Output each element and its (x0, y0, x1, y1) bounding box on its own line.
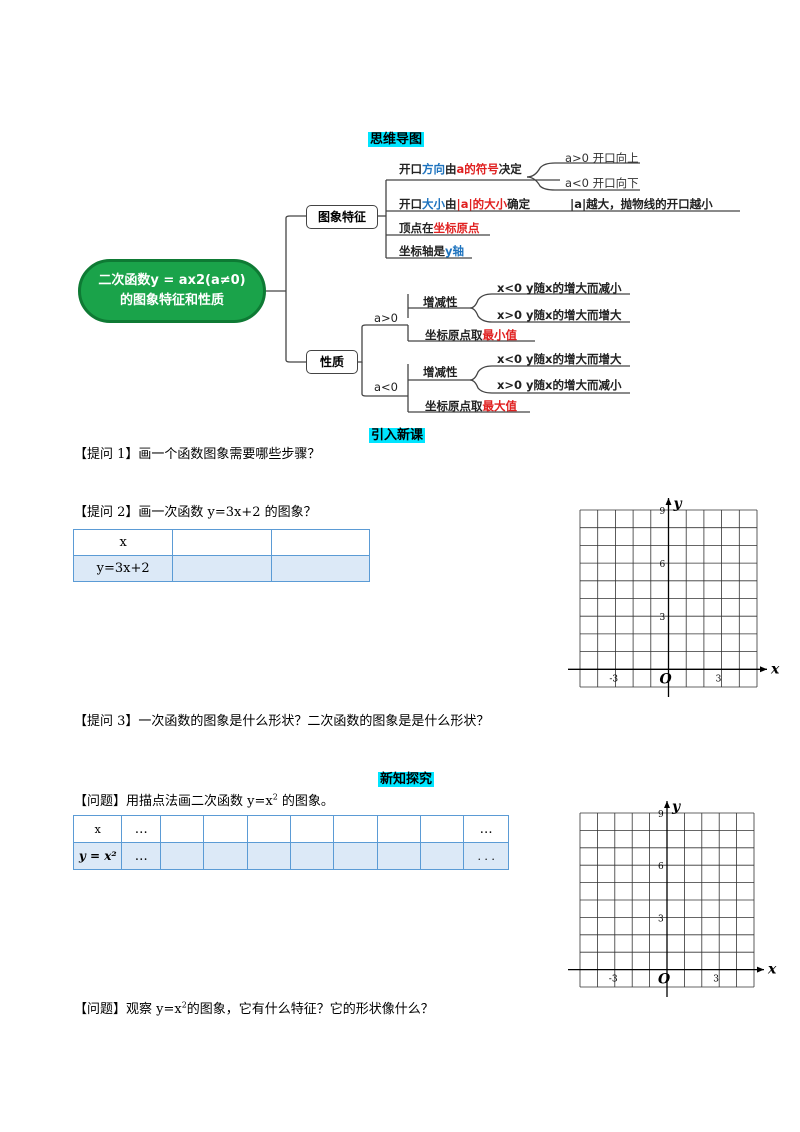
mindmap-central-node: 二次函数y = ax2(a≠0) 的图象特征和性质 (78, 259, 266, 323)
extreme-min: 坐标原点取最小值 (425, 328, 517, 342)
feature-axis: 坐标轴是y轴 (399, 244, 464, 258)
table-cell[interactable] (270, 529, 371, 556)
x-tick-label: -3 (609, 975, 618, 985)
table-cell[interactable] (160, 815, 205, 843)
table-cell[interactable] (270, 555, 371, 582)
quadratic-table: x … … y = x² … . . . (72, 815, 509, 870)
feature-vertex: 顶点在坐标原点 (399, 221, 480, 235)
qtable-header-x: x (72, 815, 123, 843)
case-a-negative: a<0 (374, 380, 398, 394)
origin-label: O (660, 671, 673, 687)
y-axis-label: y (671, 799, 681, 815)
feature-opening-size: 开口大小由|a|的大小确定 (399, 197, 531, 211)
x-tick-label: 3 (716, 674, 722, 684)
table-cell[interactable] (420, 842, 465, 870)
y-tick-label: 9 (660, 507, 666, 517)
mono-label-1: 增减性 (423, 295, 458, 309)
x-tick-label: 3 (713, 975, 719, 985)
open-up: a>0 开口向上 (565, 151, 639, 165)
table-cell[interactable] (246, 815, 292, 843)
y-tick-label: 3 (658, 914, 664, 924)
table-cell[interactable] (420, 815, 465, 843)
size-note: |a|越大，抛物线的开口越小 (570, 197, 713, 211)
extreme-max: 坐标原点取最大值 (425, 399, 517, 413)
node-properties: 性质 (306, 350, 358, 374)
qtable-header-y: y = x² (72, 842, 123, 870)
x-axis-label: x (770, 661, 780, 677)
problem-2: 【问题】观察 y=x2的图象，它有什么特征？它的形状像什么？ (74, 1000, 434, 1017)
question-1: 【提问 1】画一个函数图象需要哪些步骤？ (74, 447, 321, 462)
mono-1-neg: x<0 y随x的增大而减小 (497, 281, 622, 295)
table-cell[interactable] (160, 842, 205, 870)
y-axis-label: y (673, 496, 683, 512)
y-tick-label: 9 (658, 810, 664, 820)
mindmap-heading: 思维导图 (368, 132, 425, 147)
mono-2-pos: x>0 y随x的增大而减小 (497, 378, 622, 392)
x-axis-arrow (760, 666, 767, 673)
y-tick-label: 3 (660, 613, 666, 623)
table-cell[interactable] (172, 529, 272, 556)
qtable-ellipsis-right-2: . . . (463, 842, 509, 870)
case-a-positive: a>0 (374, 311, 398, 325)
table-cell[interactable] (172, 555, 272, 582)
linear-table: x y=3x+2 (72, 529, 371, 582)
mindmap-connectors (266, 162, 740, 413)
y-axis-arrow (664, 801, 670, 808)
qtable-ellipsis-left: … (121, 815, 162, 843)
x-axis-arrow (757, 966, 764, 973)
table-cell[interactable] (333, 815, 378, 843)
y-tick-label: 6 (658, 862, 664, 872)
question-2: 【提问 2】画一次函数 y=3x+2 的图象？ (74, 505, 317, 520)
node-image-features: 图象特征 (306, 205, 378, 229)
origin-label: O (658, 972, 671, 988)
coordinate-grid-2[interactable]: x yO 9 6 3 -3 3 (560, 793, 780, 998)
table-cell[interactable] (376, 815, 422, 843)
table-cell[interactable] (376, 842, 422, 870)
table-header-y: y=3x+2 (72, 555, 174, 582)
mono-label-2: 增减性 (423, 365, 458, 379)
question-3: 【提问 3】一次函数的图象是什么形状？二次函数的图象是是什么形状？ (74, 714, 490, 729)
table-cell[interactable] (290, 842, 335, 870)
explore-heading: 新知探究 (378, 772, 435, 787)
feature-opening-direction: 开口方向由a的符号决定 (399, 162, 522, 176)
table-cell[interactable] (333, 842, 378, 870)
table-header-x: x (72, 529, 174, 556)
table-cell[interactable] (290, 815, 335, 843)
x-tick-label: -3 (609, 674, 618, 684)
qtable-ellipsis-left-2: … (121, 842, 162, 870)
y-axis-arrow (665, 498, 672, 505)
table-cell[interactable] (246, 842, 292, 870)
x-axis-label: x (767, 962, 777, 978)
problem-1: 【问题】用描点法画二次函数 y=x2 的图象。 (74, 792, 334, 809)
table-cell[interactable] (203, 815, 248, 843)
mono-2-neg: x<0 y随x的增大而增大 (497, 352, 622, 366)
y-tick-label: 6 (660, 560, 666, 570)
qtable-ellipsis-right: … (463, 815, 509, 843)
intro-heading: 引入新课 (369, 428, 426, 443)
open-down: a<0 开口向下 (565, 176, 639, 190)
mono-1-pos: x>0 y随x的增大而增大 (497, 308, 622, 322)
coordinate-grid-1[interactable]: x yO 9 6 3 -3 3 (560, 490, 780, 705)
table-cell[interactable] (203, 842, 248, 870)
